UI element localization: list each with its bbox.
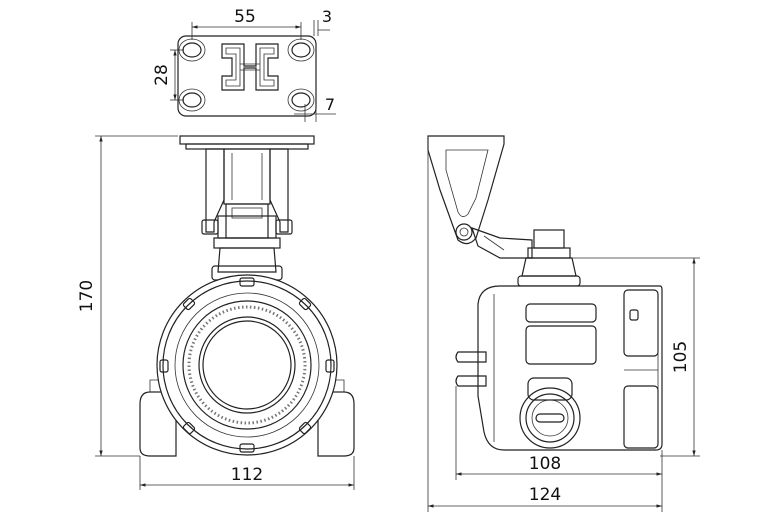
dimension-front-width: 112 bbox=[139, 456, 355, 490]
label-side-height: 105 bbox=[671, 341, 691, 373]
bracket-plan-view bbox=[177, 35, 317, 117]
label-front-width: 112 bbox=[231, 465, 263, 485]
dimension-edge-bottom: 7 bbox=[294, 95, 336, 122]
label-front-height: 170 bbox=[77, 280, 97, 312]
label-bracket-height: 28 bbox=[152, 64, 172, 86]
dimension-bracket-height: 28 bbox=[152, 49, 184, 101]
front-view bbox=[139, 135, 355, 457]
label-bracket-width: 55 bbox=[234, 7, 256, 27]
dimension-edge-top: 3 bbox=[313, 7, 332, 36]
dimension-side-total-width: 124 bbox=[427, 136, 663, 512]
label-side-total-width: 124 bbox=[529, 485, 561, 505]
label-edge-top: 3 bbox=[322, 7, 332, 26]
dimension-front-height: 170 bbox=[77, 135, 178, 457]
dimension-side-body-width: 108 bbox=[455, 386, 663, 480]
dimension-side-height: 105 bbox=[572, 257, 700, 457]
side-view bbox=[427, 135, 663, 451]
label-edge-bottom: 7 bbox=[325, 95, 335, 114]
label-side-body-width: 108 bbox=[529, 454, 561, 474]
dimension-bracket-width: 55 bbox=[191, 7, 302, 40]
